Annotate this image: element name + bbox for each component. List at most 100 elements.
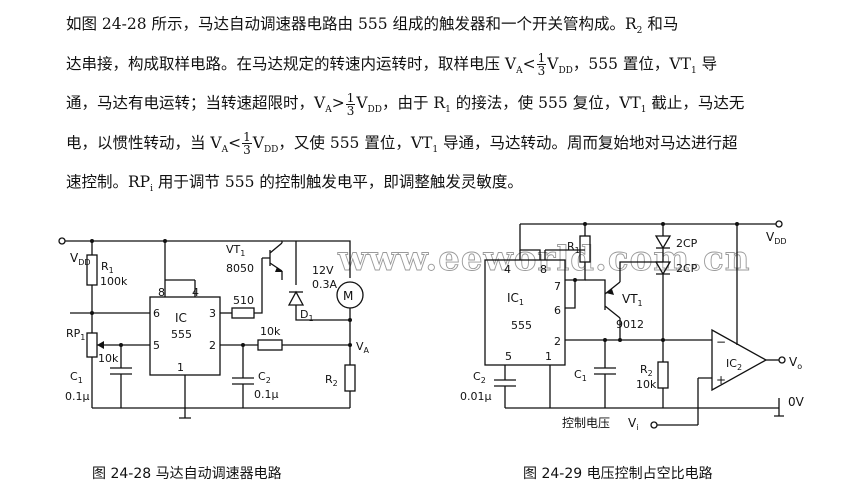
pin-6: 6 [153,307,160,320]
c2-value: 0.1μ [254,388,279,401]
to-vt1-base [585,279,606,290]
r1-value: 100k [100,275,128,288]
ic-label: IC [175,311,187,325]
r1-to-pin6 [91,285,150,314]
c2-label: C2 [473,370,486,385]
ic2-label: IC2 [726,357,742,372]
ground-symbol [774,398,784,417]
vo-label: Vo [789,355,802,371]
r510-label: 510 [233,294,254,307]
fig-24-29-caption: 图 24-29 电压控制占空比电路 [523,466,713,482]
vt1-emitter-arrow [275,267,283,272]
motor-label: M [343,289,353,303]
pin-5: 5 [505,350,512,363]
fig-24-28-caption: 图 24-28 马达自动调速器电路 [92,466,282,482]
vt1-value: 9012 [616,318,644,331]
c2-label: C2 [258,370,271,385]
pin-3: 3 [209,307,216,320]
capacitor-c2 [232,377,254,385]
opamp-minus: − [716,335,726,349]
vi-terminal [650,421,658,429]
vdd-terminal [775,220,783,228]
diode-bar [656,248,670,290]
vi-label: Vi [628,416,638,432]
ic1-number: 555 [511,319,532,332]
junction [119,343,123,347]
r10k-label: 10k [260,325,281,338]
r1-label: R1 [101,260,114,275]
c1-label: C1 [70,370,83,385]
pin-1: 1 [545,350,552,363]
ic1-label: IC1 [507,291,524,307]
vt1-arrow [606,289,614,295]
pin-8: 8 [158,286,165,299]
pin-4: 4 [192,286,199,299]
motor-current: 0.3A [312,278,337,291]
transistor-vt1 [604,281,621,319]
description-paragraph: 如图 24-28 所示，马达自动调速器电路由 555 组成的触发器和一个开关管构… [66,8,846,206]
diode-b-label: 2CP [676,262,698,275]
ic1-555 [484,259,566,366]
r2-value: 10k [636,378,657,391]
capacitor-c1 [110,367,132,375]
c1-value: 0.1μ [65,390,90,403]
fig-24-28-circuit: VDD R1 100k RP1 10k C1 0.1μ 8 4 6 3 [58,237,370,419]
pin4-wire [519,224,541,260]
resistor-510 [231,307,255,319]
ic-number: 555 [171,328,192,341]
junction [573,278,577,282]
r2-label: R2 [325,373,338,388]
opamp-plus-input [697,377,712,425]
transistor-vt1 [262,242,283,272]
capacitor-c1 [594,367,616,375]
vdd-label: VDD [766,230,787,246]
vdd-terminal [58,237,66,245]
motor-voltage: 12V [312,264,334,277]
rp1-wiper-arrow [97,341,104,349]
r1-label: R1 [567,240,580,255]
c2-value: 0.01μ [460,390,492,403]
potentiometer-rp1 [86,332,98,358]
c1-label: C1 [574,368,587,383]
collector-to-motor [281,240,351,278]
fig-24-29-circuit: VDD 4 8 IC1 555 7 6 2 5 1 R1 VT1 9012 [460,220,805,432]
vdd-label: VDD [70,251,91,267]
control-voltage-label: 控制电压 [562,416,610,430]
pin-5: 5 [153,339,160,352]
pin-8: 8 [540,263,547,276]
d1-label: D1 [300,308,314,323]
rp1-label: RP1 [66,327,85,342]
text-line-5: 速控制。RPi 用于调节 555 的控制触发电平，即调整触发灵敏度。 [66,173,523,195]
resistor-10k [257,339,283,351]
watermark: www.eeworld.com.cn [337,239,751,279]
vt1-emitter-wire [619,261,663,282]
resistor-r2 [657,361,669,389]
diode-2cp-a [654,235,672,250]
pin-7: 7 [554,280,561,293]
diode-d1 [287,290,305,306]
zero-v-label: 0V [788,395,805,409]
rp1-value: 10k [98,352,119,365]
resistor-r2 [344,364,356,392]
junction [348,318,352,322]
opamp-ic2 [711,328,768,392]
vo-terminal [778,356,786,364]
pin-4: 4 [504,263,511,276]
opamp-plus: + [716,373,726,387]
r2-label: R2 [640,363,653,378]
vt1-value: 8050 [226,262,254,275]
pin-6: 6 [554,304,561,317]
ic-pins-top [164,241,196,297]
text-line-1: 如图 24-28 所示，马达自动调速器电路由 555 组成的触发器和一个开关管构… [66,15,679,37]
vt1-label: VT1 [226,243,245,258]
pin-2: 2 [554,335,561,348]
va-label: VA [356,340,370,355]
diode-a-label: 2CP [676,237,698,250]
